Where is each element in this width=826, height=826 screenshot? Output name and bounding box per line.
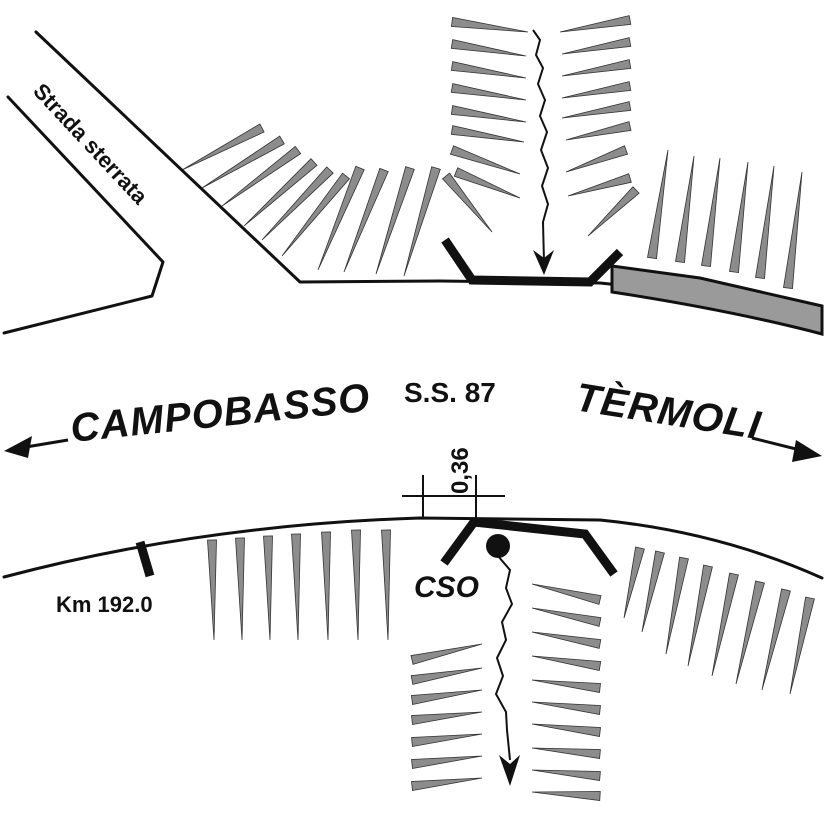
hatch-spike-14	[755, 165, 775, 280]
hatch-spike-47	[761, 588, 791, 691]
hatch-spike-54	[411, 755, 483, 769]
km-marker-post	[135, 540, 155, 578]
hatch-spike-31	[565, 145, 629, 173]
upstream-culvert-headwall	[441, 237, 624, 287]
hatch-spike-41	[623, 546, 645, 619]
hatch-spike-63	[531, 747, 601, 759]
lower-road-edge	[2, 516, 824, 580]
hatch-spike-27	[561, 59, 632, 77]
hatch-spike-57	[531, 607, 602, 627]
hatch-spike-44	[687, 564, 713, 667]
hatch-spike-7	[343, 167, 389, 273]
hatch-spike-52	[411, 711, 483, 725]
hatch-spike-11	[675, 155, 695, 264]
hatch-spike-19	[450, 83, 527, 101]
hatch-spike-1	[201, 135, 285, 189]
outflow-stream	[494, 555, 514, 761]
dirt-road-inner-edge	[2, 95, 165, 335]
hatch-spike-5	[281, 172, 351, 257]
slope-hatching	[181, 15, 815, 801]
hatch-spike-43	[665, 556, 689, 655]
paved-shoulder	[610, 264, 824, 336]
hatch-spike-42	[641, 550, 665, 633]
hatch-spike-15	[783, 171, 803, 289]
hatch-spike-49	[410, 643, 483, 665]
hatch-spike-35	[235, 537, 245, 641]
hatch-spike-17	[450, 39, 527, 57]
inflow-stream	[532, 29, 550, 263]
hatch-spike-24	[441, 172, 493, 233]
hatch-spike-56	[531, 583, 602, 605]
hatch-spike-60	[531, 679, 601, 693]
hatch-spike-48	[789, 596, 815, 695]
hatch-spike-33	[587, 186, 640, 237]
hatch-spike-29	[561, 101, 632, 119]
hatch-spike-55	[411, 777, 483, 791]
hatch-spike-36	[263, 535, 273, 641]
hatch-spike-16	[450, 17, 529, 33]
hatch-spike-28	[561, 81, 632, 99]
hatch-spike-58	[531, 631, 602, 649]
hatch-spike-65	[531, 791, 601, 801]
termoli-arrow-head	[792, 440, 822, 462]
culvert-code-label: CSO	[414, 571, 479, 604]
hatch-spike-46	[735, 580, 765, 685]
hatch-spike-34	[207, 539, 217, 641]
hatch-spike-37	[291, 533, 301, 641]
hatch-spike-4	[261, 166, 334, 241]
dimension-label: 0,36	[447, 447, 474, 494]
hatch-spike-59	[531, 655, 602, 671]
hatch-spike-25	[559, 15, 632, 33]
hatch-spike-3	[243, 158, 318, 227]
hatch-spike-8	[375, 166, 415, 275]
hatch-spike-32	[567, 173, 632, 197]
hatch-spike-61	[531, 701, 601, 715]
hatch-spike-10	[647, 149, 669, 260]
hatch-spike-13	[729, 161, 749, 274]
hatch-spike-51	[410, 689, 483, 705]
hatch-spike-2	[221, 145, 302, 207]
hatch-spike-30	[565, 121, 632, 141]
hatch-spike-6	[317, 165, 365, 271]
km-label: Km 192.0	[56, 592, 153, 617]
outflow-arrow-head	[499, 755, 520, 786]
downstream-culvert-headwall	[440, 517, 618, 577]
hatch-spike-21	[450, 125, 525, 143]
hatch-spike-62	[531, 723, 601, 737]
hatch-spike-0	[181, 123, 265, 171]
hatch-spike-26	[561, 37, 632, 55]
hatch-spike-23	[453, 167, 521, 199]
hatch-spike-9	[403, 166, 441, 277]
dirt-road-outer-edge	[34, 30, 442, 284]
hatch-spike-50	[410, 667, 483, 685]
highway-label: S.S. 87	[404, 377, 496, 408]
hatch-spike-45	[711, 572, 739, 677]
hatch-spike-53	[411, 733, 483, 747]
culvert-outlet-point	[486, 534, 510, 558]
campobasso-label: CAMPOBASSO	[68, 376, 372, 451]
hatch-spike-12	[701, 157, 721, 268]
hatch-spike-22	[449, 145, 521, 175]
hatch-spike-40	[381, 529, 391, 641]
dirt-road-label: Strada sterrata	[28, 78, 153, 209]
hatch-spike-64	[531, 769, 601, 781]
campobasso-arrow-head	[4, 436, 32, 458]
inflow-arrow-head	[533, 250, 554, 275]
hatch-spike-18	[450, 61, 527, 79]
hatch-spike-39	[351, 529, 361, 641]
hatch-spike-38	[321, 531, 331, 641]
hatch-spike-20	[450, 105, 527, 123]
termoli-label: TÈRMOLI	[573, 374, 765, 448]
